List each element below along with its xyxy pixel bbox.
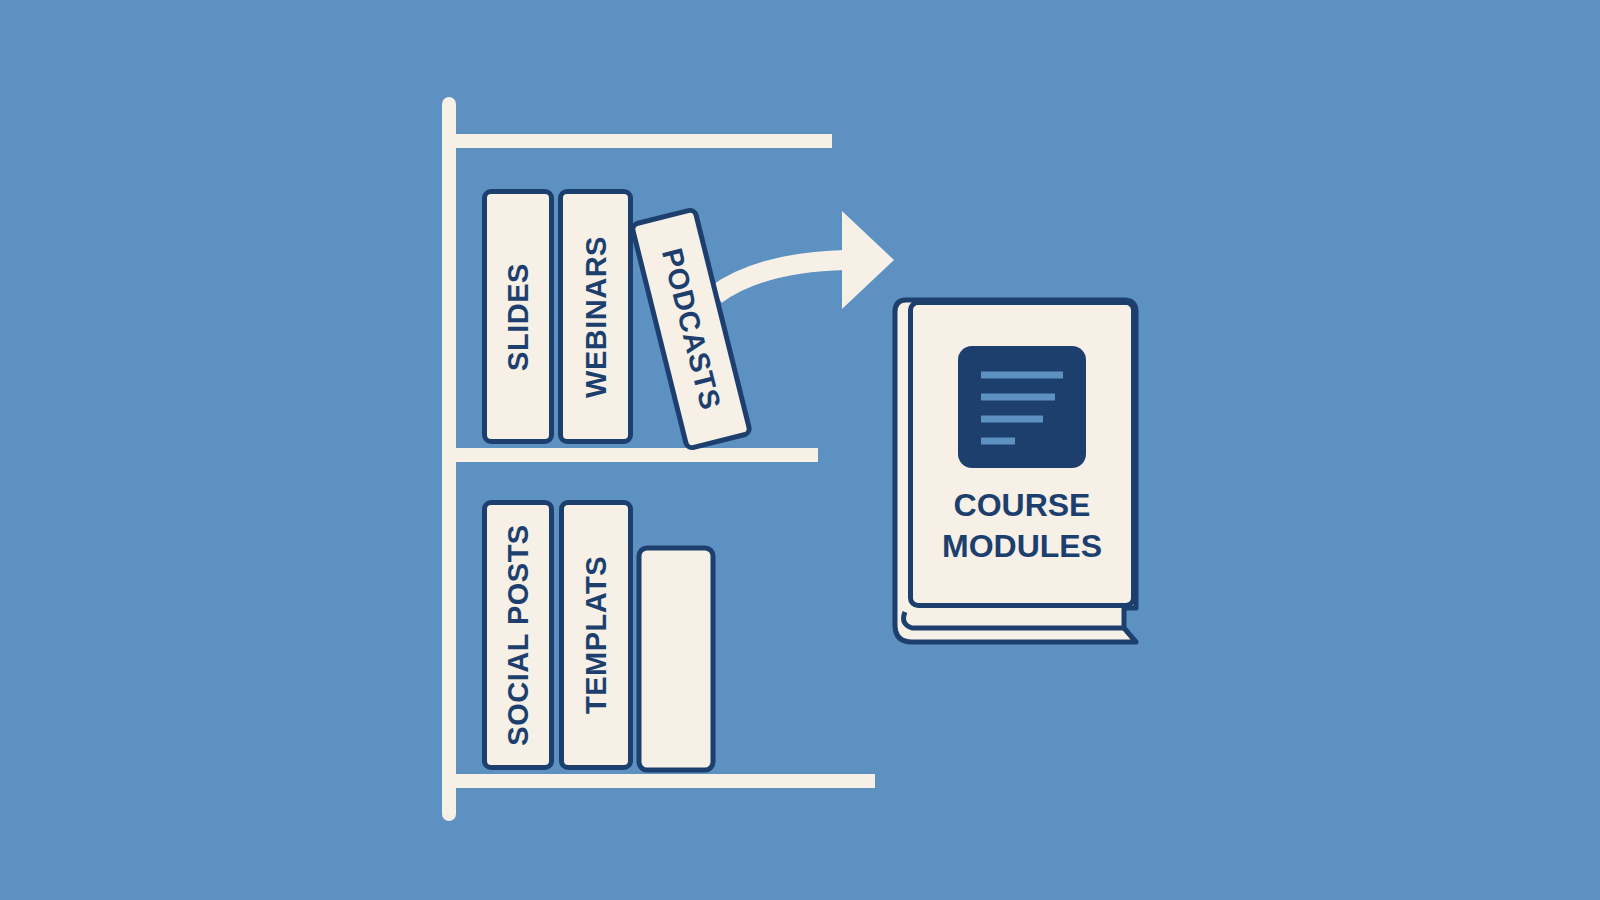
course-book-cover: COURSE MODULES [908,300,1136,608]
course-book-body [895,300,1136,642]
book-spine: SLIDES [482,189,554,444]
book-title: COURSE MODULES [921,485,1123,567]
spine-label: WEBINARS [581,236,610,398]
book-spine: TEMPLATS [559,500,633,770]
book-spine: PODCASTS [628,206,753,452]
spine-label: SLIDES [504,263,533,371]
document-icon [957,345,1087,469]
book-spine: SOCIAL POSTS [482,500,554,770]
blank-book [639,548,713,770]
spine-label: SOCIAL POSTS [504,524,533,745]
spine-label: PODCASTS [657,245,725,412]
bookshelf [449,104,875,814]
book-spine: WEBINARS [558,189,633,444]
curved-arrow [716,211,894,309]
spine-label: TEMPLATS [582,556,611,714]
